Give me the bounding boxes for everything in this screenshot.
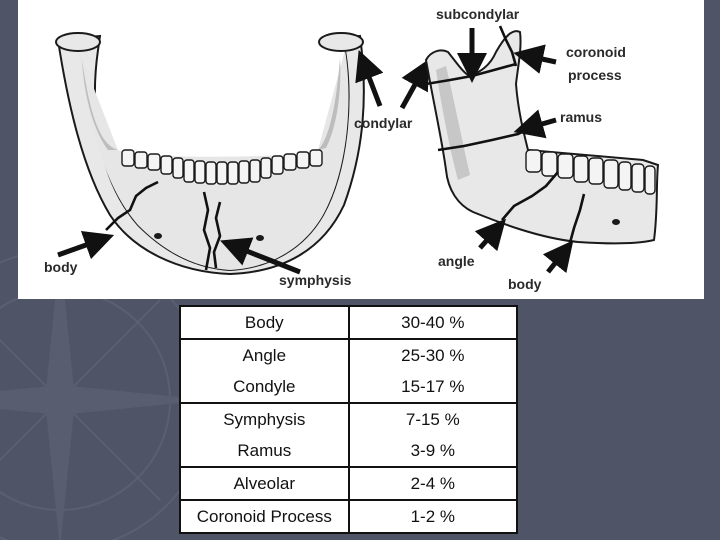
percent-cell: 15-17 % <box>347 371 517 404</box>
site-cell: Body <box>180 306 349 340</box>
percent-cell: 25-30 % <box>347 339 517 371</box>
mandible-fracture-figure: body symphysis condylar subcondylar coro… <box>18 0 704 299</box>
site-cell: Condyle <box>180 371 349 404</box>
frontal-left-foramen <box>154 233 162 239</box>
frontal-mandible-view <box>55 32 430 276</box>
site-cell: Ramus <box>180 435 349 468</box>
label-condylar: condylar <box>354 115 413 131</box>
label-coronoid: coronoid <box>566 44 626 60</box>
frontal-right-foramen <box>256 235 264 241</box>
label-frontal-body: body <box>44 259 78 275</box>
table-row: Condyle 15-17 % <box>180 371 517 404</box>
fracture-incidence-table: Body 30-40 % Angle 25-30 % Condyle 15-17… <box>179 305 518 534</box>
table-row: Alveolar 2-4 % <box>180 467 517 501</box>
lateral-arrows <box>457 28 574 274</box>
table-row: Angle 25-30 % <box>180 339 517 371</box>
label-subcondylar: subcondylar <box>436 6 520 22</box>
table-row: Symphysis 7-15 % <box>180 403 517 435</box>
percent-cell: 7-15 % <box>347 403 517 435</box>
table-row: Body 30-40 % <box>180 306 517 340</box>
site-cell: Angle <box>242 346 287 365</box>
lateral-teeth <box>525 149 656 195</box>
frontal-arrows <box>57 49 430 275</box>
percent-cell: 1-2 % <box>347 500 517 533</box>
mandible-illustration <box>55 25 660 276</box>
table-row: Coronoid Process 1-2 % <box>180 500 517 533</box>
frontal-left-condyle <box>55 32 101 52</box>
site-cell: Symphysis <box>223 410 306 429</box>
site-cell: Alveolar <box>180 467 349 501</box>
frontal-mandible-shading <box>82 58 341 150</box>
lateral-foramen <box>612 219 620 225</box>
frontal-right-condyle <box>318 32 364 52</box>
percent-cell: 2-4 % <box>347 467 517 501</box>
site-cell: Coronoid Process <box>196 507 332 526</box>
label-process: process <box>568 67 622 83</box>
label-symphysis: symphysis <box>279 272 352 288</box>
percent-cell: 30-40 % <box>347 306 517 340</box>
label-angle: angle <box>438 253 475 269</box>
frontal-fracture-lines <box>105 180 222 271</box>
lateral-mandible-view <box>424 25 660 274</box>
label-ramus: ramus <box>560 109 603 125</box>
frontal-teeth <box>121 149 323 185</box>
label-lateral-body: body <box>508 276 542 292</box>
lateral-mandible-shading <box>436 66 470 180</box>
table-row: Ramus 3-9 % <box>180 435 517 468</box>
frontal-mandible-body <box>78 48 349 270</box>
percent-cell: 3-9 % <box>347 435 517 468</box>
